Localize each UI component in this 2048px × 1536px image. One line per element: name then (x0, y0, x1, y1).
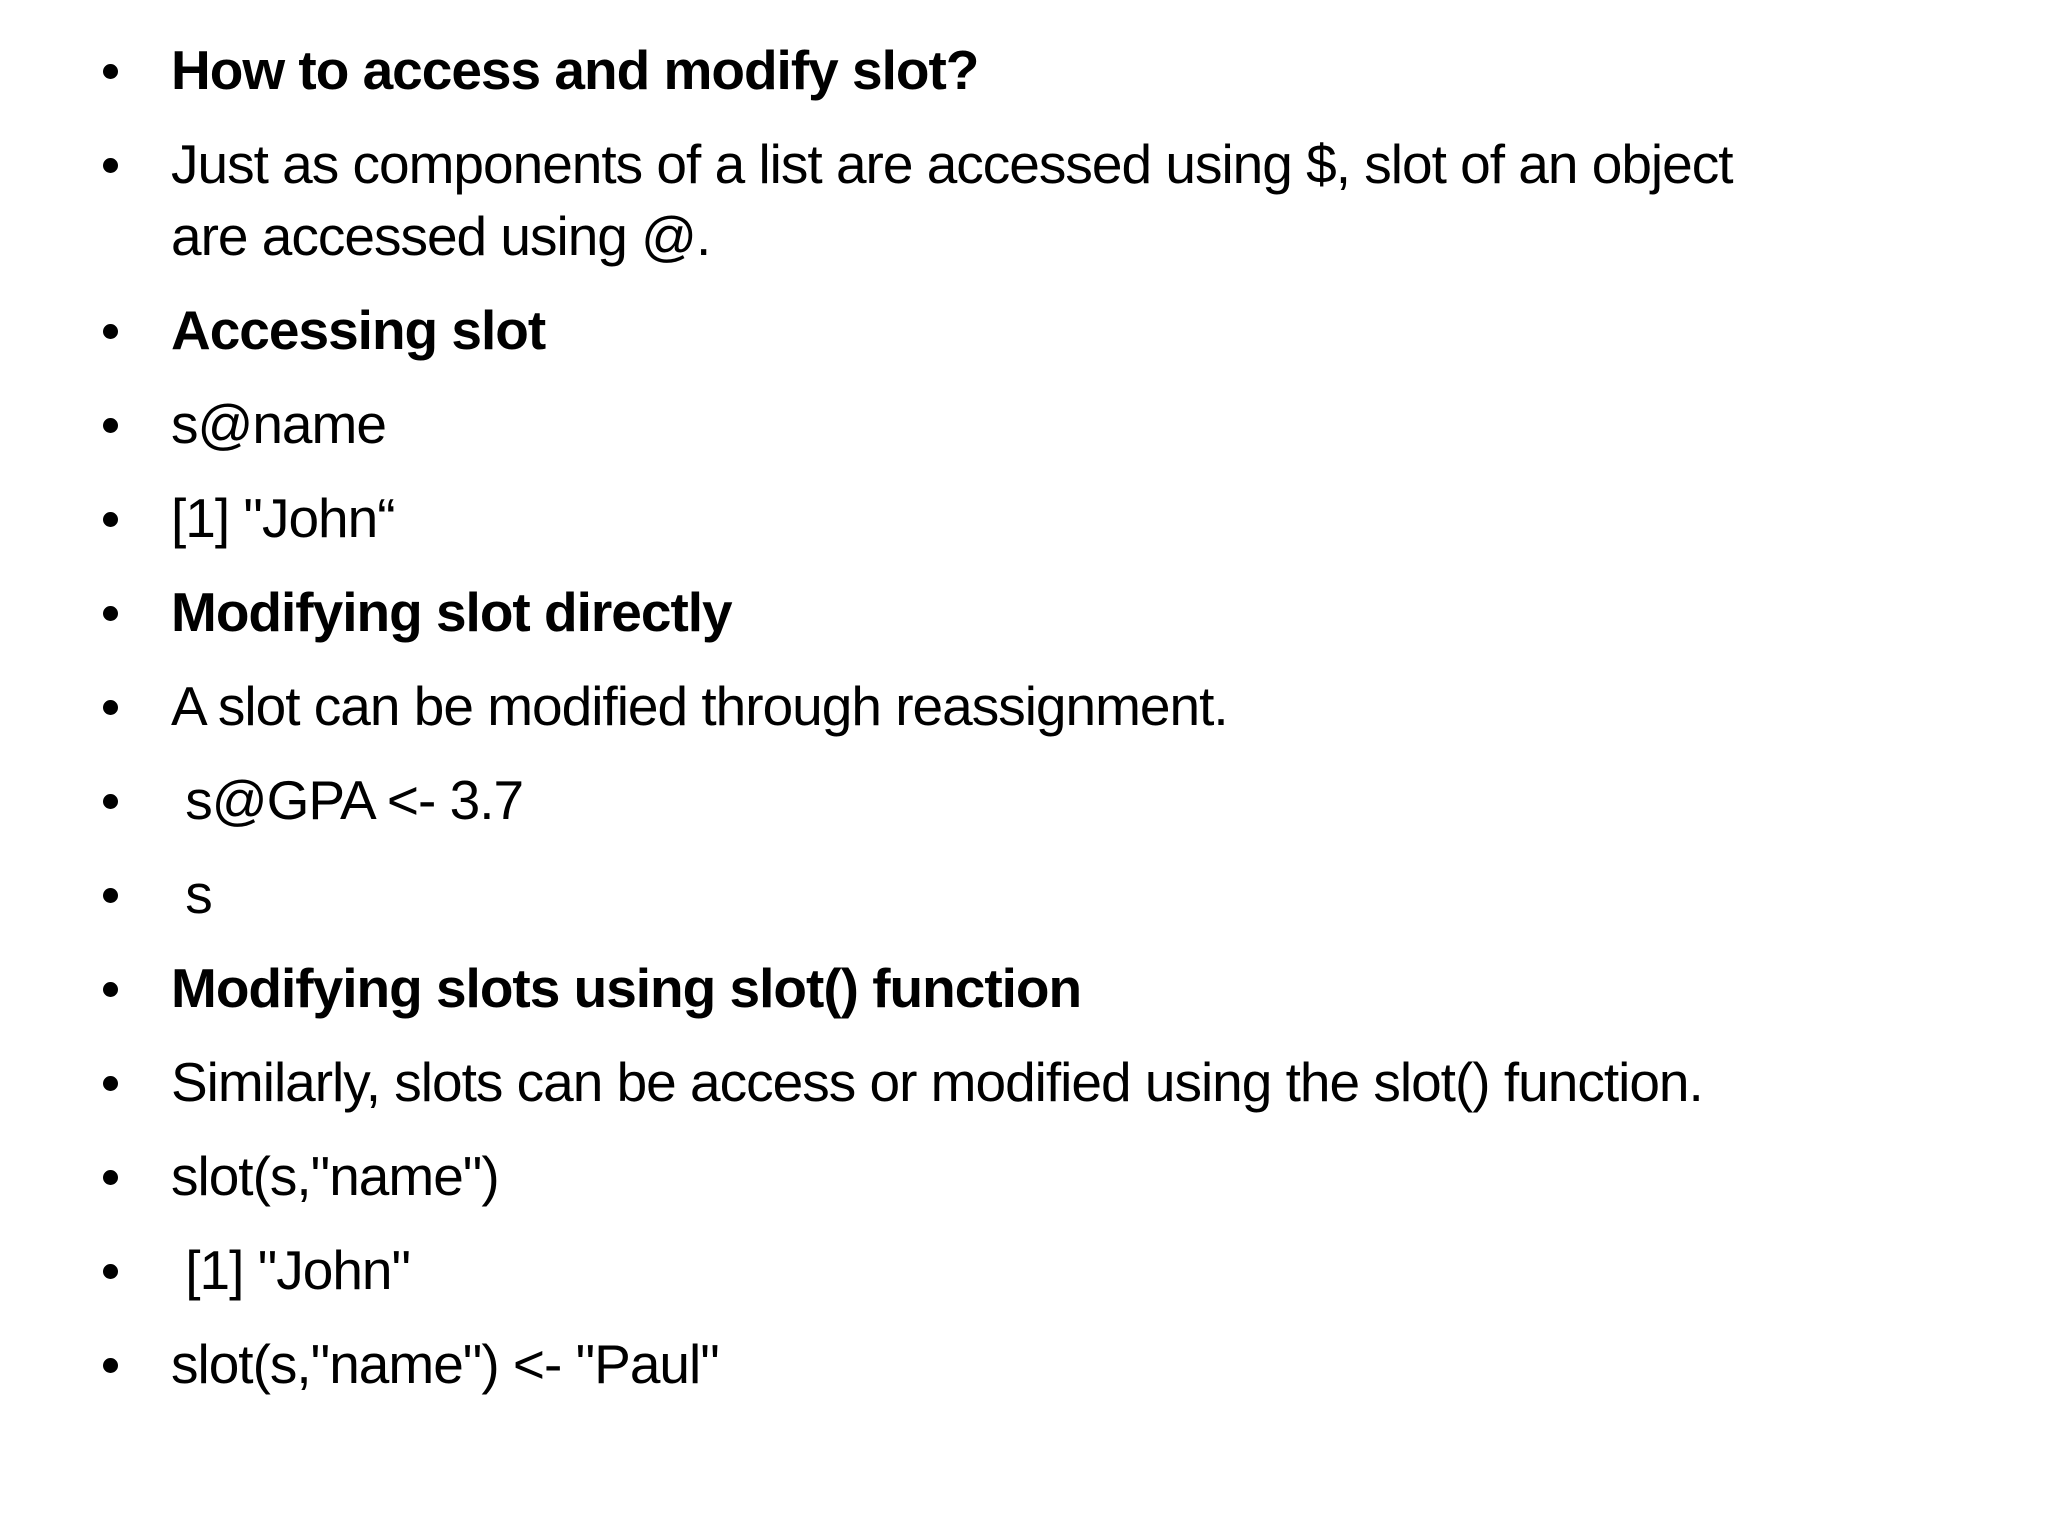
bullet-text: [1] "John“ (171, 487, 396, 549)
bullet-icon (103, 1170, 118, 1185)
bullet-text: s@name (171, 393, 387, 455)
bullet-icon (103, 324, 118, 339)
bullet-icon (103, 1264, 118, 1279)
bullet-text: slot(s,"name") <- "Paul" (171, 1333, 720, 1395)
bullet-text: Similarly, slots can be access or modifi… (171, 1051, 1704, 1113)
bullet-icon (103, 1358, 118, 1373)
bullet-icon (103, 700, 118, 715)
bullet-icon (103, 606, 118, 621)
bullet-icon (103, 1076, 118, 1091)
bullet-text: Modifying slot directly (171, 581, 733, 643)
bullet-item: Just as components of a list are accesse… (103, 128, 2018, 272)
bullet-item: How to access and modify slot? (103, 34, 2018, 106)
bullet-text: Modifying slots using slot() function (171, 957, 1082, 1019)
bullet-item: A slot can be modified through reassignm… (103, 670, 2018, 742)
bullet-text: slot(s,"name") (171, 1145, 500, 1207)
bullet-text: Just as components of a list are accesse… (171, 133, 1734, 267)
bullet-item: Similarly, slots can be access or modifi… (103, 1046, 2018, 1118)
bullet-item: slot(s,"name") (103, 1140, 2018, 1212)
bullet-icon (103, 888, 118, 903)
bullet-item: slot(s,"name") <- "Paul" (103, 1328, 2018, 1400)
bullet-icon (103, 512, 118, 527)
bullet-icon (103, 418, 118, 433)
bullet-item: Accessing slot (103, 294, 2018, 366)
bullet-item: Modifying slots using slot() function (103, 952, 2018, 1024)
bullet-item: s@GPA <- 3.7 (103, 764, 2018, 836)
bullet-icon (103, 794, 118, 809)
bullet-icon (103, 982, 118, 997)
bullet-item: s (103, 858, 2018, 930)
bullet-item: [1] "John" (103, 1234, 2018, 1306)
bullet-text: s (171, 863, 212, 925)
bullet-item: s@name (103, 388, 2018, 460)
bullet-icon (103, 158, 118, 173)
bullet-text: s@GPA <- 3.7 (171, 769, 524, 831)
bullet-text: A slot can be modified through reassignm… (171, 675, 1229, 737)
bullet-text: How to access and modify slot? (171, 39, 979, 101)
bullet-icon (103, 64, 118, 79)
bullet-item: Modifying slot directly (103, 576, 2018, 648)
bullet-item: [1] "John“ (103, 482, 2018, 554)
bullet-text: Accessing slot (171, 299, 546, 361)
bullet-text: [1] "John" (171, 1239, 411, 1301)
